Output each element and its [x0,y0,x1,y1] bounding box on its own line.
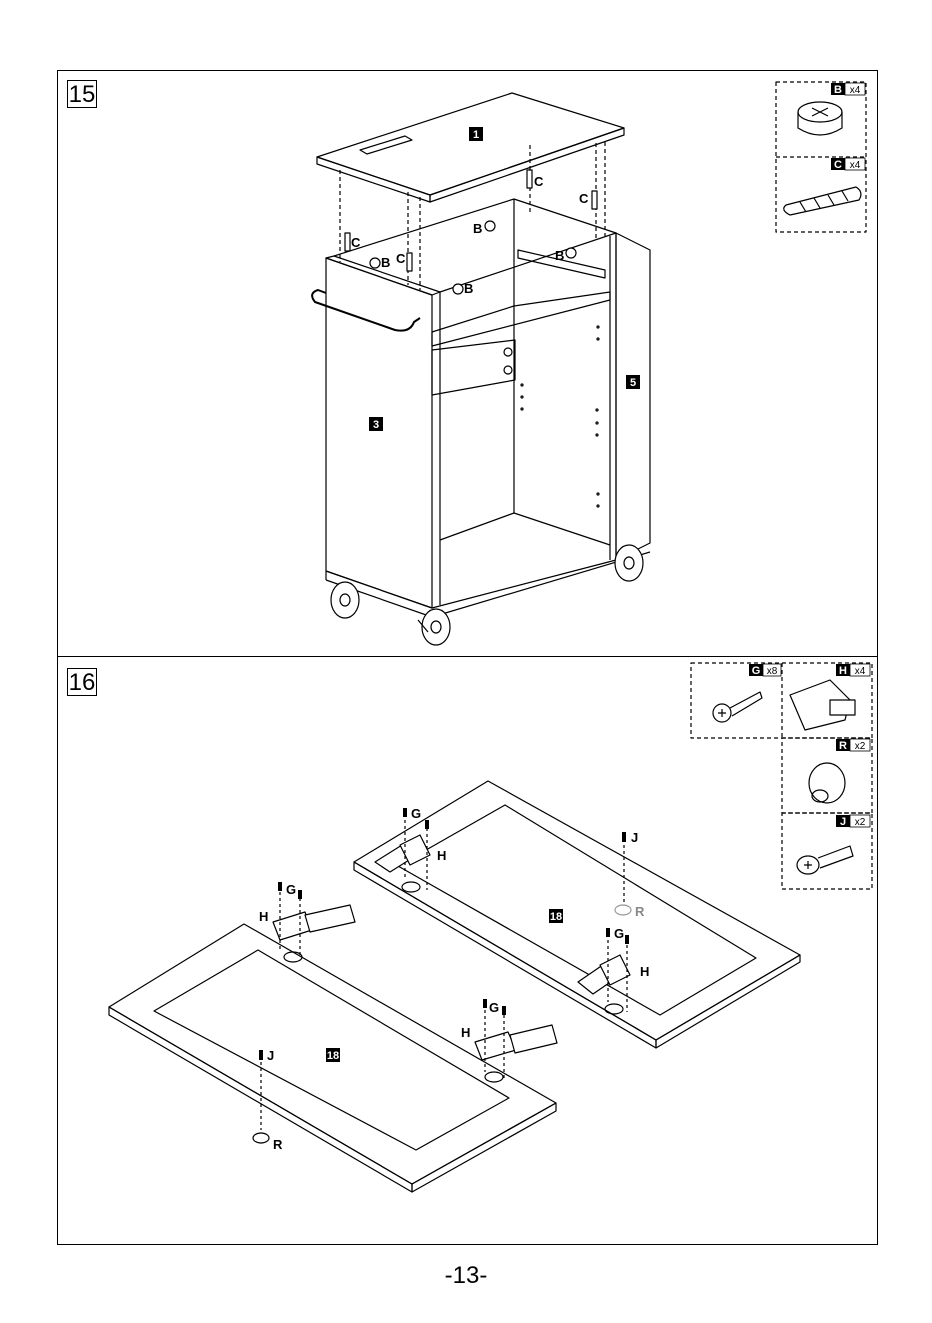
part-tag-r: R x2 [836,739,870,752]
callout-h: H [259,909,268,924]
wood-screw-icon [713,692,762,722]
callout-c: C [351,235,361,250]
callout-j: J [631,830,638,845]
svg-text:x8: x8 [767,666,778,677]
door-panel-back [354,781,800,1048]
callout-g: G [489,1000,499,1015]
part-tag-g: G x8 [749,664,781,677]
panel-tag-18: 18 [549,909,563,923]
panel-tag-1: 1 [469,127,483,141]
svg-text:H: H [839,665,847,677]
svg-text:x2: x2 [855,741,866,752]
panel-tag-5: 5 [626,375,640,389]
svg-text:x4: x4 [850,85,861,96]
svg-text:B: B [834,84,842,96]
svg-text:G: G [752,665,761,677]
svg-text:18: 18 [327,1050,339,1062]
callout-g: G [411,806,421,821]
svg-text:x4: x4 [855,666,866,677]
svg-text:R: R [839,740,847,752]
part-tag-j: J x2 [836,815,870,828]
callout-g: G [614,926,624,941]
wood-dowel-icon [784,187,861,215]
panel-tag-3: 3 [369,417,383,431]
page-number: -13- [0,1262,932,1290]
svg-text:x2: x2 [855,817,866,828]
callout-r: R [273,1137,283,1152]
svg-text:3: 3 [373,419,379,431]
panel-tag-18: 18 [326,1048,340,1062]
callout-j: J [267,1048,274,1063]
parts-box-16 [691,663,872,889]
callout-b: B [464,281,473,296]
callout-c: C [579,191,589,206]
callout-b: B [381,255,390,270]
callout-b: B [473,221,482,236]
svg-text:1: 1 [473,129,479,141]
callout-b: B [555,248,564,263]
callout-h: H [461,1025,470,1040]
callout-r: R [635,904,645,919]
svg-text:18: 18 [550,911,562,923]
callout-c: C [396,251,406,266]
callout-h: H [437,848,446,863]
top-panel [317,93,624,202]
callout-h: H [640,964,649,979]
knob-icon [809,763,845,803]
svg-text:C: C [834,159,842,171]
parts-box-15 [776,82,866,232]
svg-text:5: 5 [630,377,636,389]
callout-c: C [534,174,544,189]
part-tag-c: C x4 [831,158,865,171]
cabinet-hinge-icon [790,680,855,730]
svg-text:J: J [840,816,846,828]
part-tag-h: H x4 [836,664,870,677]
machine-screw-icon [797,846,853,874]
part-tag-b: B x4 [831,83,865,96]
svg-text:x4: x4 [850,160,861,171]
cam-lock-icon [798,102,842,135]
callout-g: G [286,882,296,897]
